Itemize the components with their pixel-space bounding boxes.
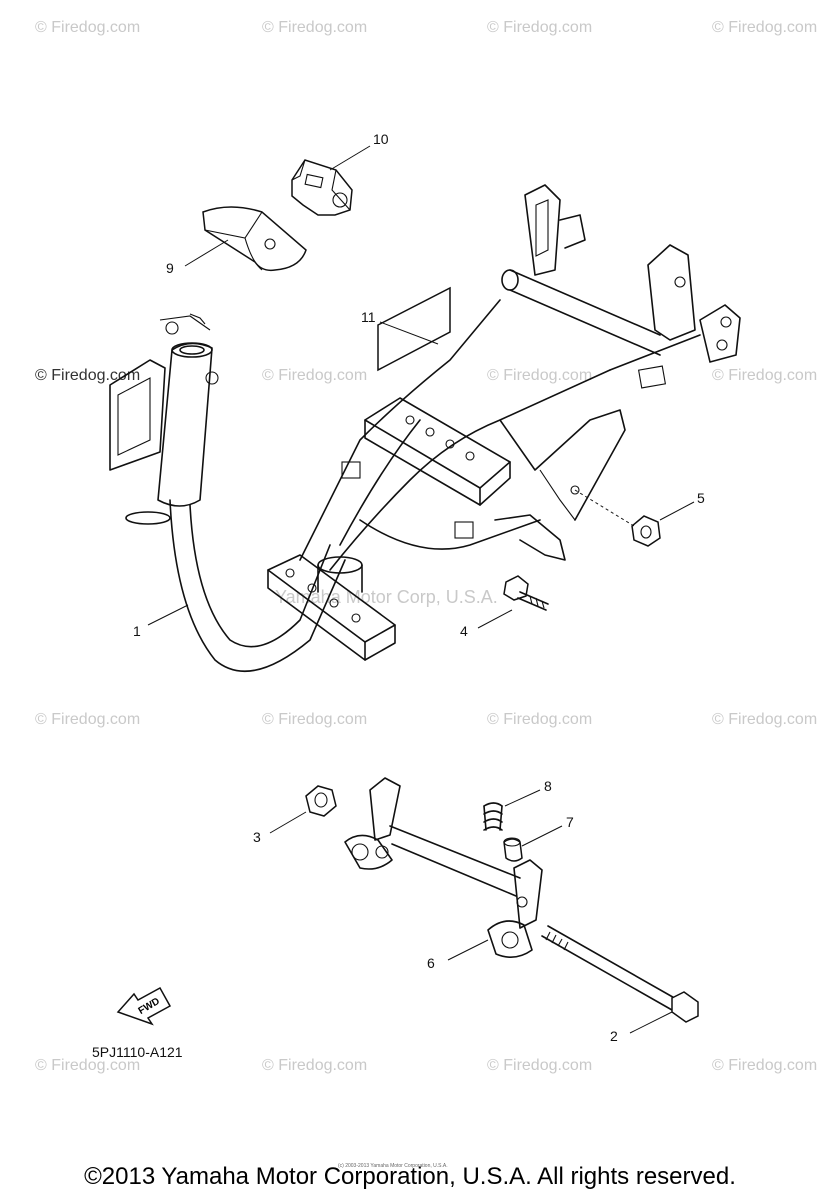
callout-10: 10 — [373, 131, 389, 147]
watermark-text: © Firedog.com — [712, 711, 817, 728]
fwd-arrow: FWD — [116, 986, 172, 1026]
watermark-text: © Firedog.com — [262, 367, 367, 384]
watermark-text: © Firedog.com — [35, 367, 140, 384]
watermark-text: © Firedog.com — [712, 367, 817, 384]
part-2-long-bolt — [541, 925, 699, 1023]
part-5-nut — [574, 489, 661, 547]
leader-line — [659, 501, 695, 521]
copyright-footer: ©2013 Yamaha Motor Corporation, U.S.A. A… — [84, 1163, 736, 1190]
callout-3: 3 — [253, 829, 261, 845]
watermark-text: © Firedog.com — [262, 1057, 367, 1074]
watermark-text: © Firedog.com — [262, 19, 367, 36]
leader-line — [447, 939, 489, 961]
watermark-text: © Firedog.com — [712, 19, 817, 36]
part-7-collar — [503, 837, 523, 862]
part-10-bracket — [291, 159, 353, 216]
leader-line — [477, 609, 513, 629]
watermark-text: © Firedog.com — [35, 19, 140, 36]
leader-line — [521, 825, 563, 847]
part-1-main-frame — [109, 184, 741, 673]
callout-5: 5 — [697, 490, 705, 506]
watermark-text: © Firedog.com — [712, 1057, 817, 1074]
leader-line — [379, 321, 439, 345]
watermark-layer: © Firedog.com © Firedog.com © Firedog.co… — [35, 19, 817, 1074]
watermark-text: © Firedog.com — [487, 711, 592, 728]
part-8-spring — [483, 802, 503, 831]
callout-7: 7 — [566, 814, 574, 830]
leader-line — [269, 811, 307, 834]
callout-2: 2 — [610, 1028, 618, 1044]
watermark-text: © Firedog.com — [487, 367, 592, 384]
leader-line — [504, 789, 541, 807]
watermark-text: © Firedog.com — [35, 1057, 140, 1074]
leader-line — [629, 1011, 673, 1034]
leader-line — [184, 239, 229, 267]
part-6-main-stand — [344, 777, 543, 958]
watermark-text: © Firedog.com — [487, 19, 592, 36]
part-11-label — [377, 286, 451, 372]
callout-1: 1 — [133, 623, 141, 639]
part-3-nut — [305, 785, 337, 817]
watermark-text: © Firedog.com — [487, 1057, 592, 1074]
callout-9: 9 — [166, 260, 174, 276]
callout-8: 8 — [544, 778, 552, 794]
callout-6: 6 — [427, 955, 435, 971]
watermark-text: © Firedog.com — [262, 711, 367, 728]
callout-4: 4 — [460, 623, 468, 639]
part-9-rubber-pad — [202, 206, 307, 272]
diagram-code: 5PJ1110-A121 — [92, 1044, 183, 1060]
leader-line — [329, 145, 371, 171]
watermark-text: © Firedog.com — [35, 711, 140, 728]
small-copyright: (c) 2003-2013 Yamaha Motor Corporation, … — [338, 1163, 448, 1169]
part-4-bolt — [503, 575, 549, 611]
leader-line — [147, 604, 189, 626]
callout-11: 11 — [361, 309, 376, 325]
